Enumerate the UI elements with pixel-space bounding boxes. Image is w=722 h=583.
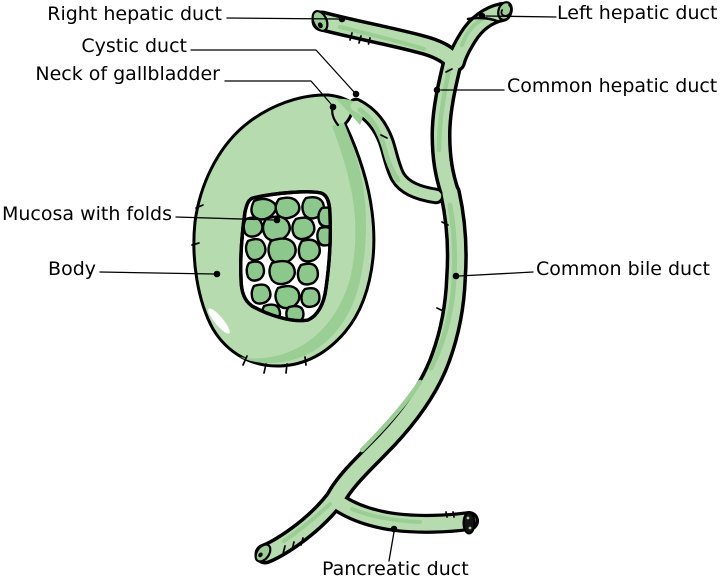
texture-ticks-part xyxy=(380,134,388,139)
pancreatic-duct-opening-part xyxy=(468,526,472,530)
pancreatic-duct-opening xyxy=(462,511,476,535)
texture-ticks-part xyxy=(195,204,204,209)
mucosa-folds-part xyxy=(244,237,267,262)
duct-shading-part xyxy=(350,507,422,524)
leader-mucosa-with-folds xyxy=(175,216,275,221)
mucosa-folds-part xyxy=(297,238,322,263)
leader-dots-part xyxy=(329,103,337,111)
ampulla-opening xyxy=(254,543,272,563)
mucosa-window xyxy=(239,190,332,323)
texture-ticks-part xyxy=(291,541,295,551)
mucosa-folds-part xyxy=(250,283,272,305)
leader-dots-part xyxy=(352,90,360,98)
pancreatic-duct-opening-part xyxy=(466,516,470,520)
texture-ticks-part xyxy=(349,32,353,41)
texture-ticks-part xyxy=(242,355,248,366)
duct-shading-part xyxy=(282,502,332,543)
pancreatic-duct-opening-part xyxy=(462,511,476,535)
leader-common-bile-duct xyxy=(458,271,534,277)
leader-dots-part xyxy=(390,525,398,533)
leader-dots-part xyxy=(338,15,346,23)
fundus-highlight xyxy=(208,308,230,334)
texture-ticks xyxy=(191,32,455,555)
leader-dots-part xyxy=(273,216,281,224)
left-hepatic-duct-opening-part xyxy=(497,1,513,21)
leader-dots-part xyxy=(213,270,221,278)
leader-dots-part xyxy=(433,86,441,94)
texture-ticks-part xyxy=(263,363,267,374)
leader-dots xyxy=(213,12,486,533)
label-neck-of-gallbladder: Neck of gallbladder xyxy=(35,63,220,85)
label-pancreatic-duct: Pancreatic duct xyxy=(322,558,469,580)
leader-right-hepatic-duct xyxy=(226,17,340,20)
mucosa-folds-part xyxy=(300,286,321,309)
duct-shading-part xyxy=(359,379,423,453)
duct-shading-part xyxy=(338,25,426,51)
texture-ticks-part xyxy=(452,511,455,518)
mucosa-window-border xyxy=(239,190,332,323)
mucosa-folds-part xyxy=(250,197,278,221)
mucosa-folds-part xyxy=(267,237,297,265)
leader-lines xyxy=(99,15,557,562)
duct-shading-part xyxy=(436,67,452,153)
texture-ticks-part xyxy=(304,356,307,366)
leader-body xyxy=(99,271,215,275)
mucosa-folds-part xyxy=(245,260,266,282)
right-hepatic-duct-opening-part xyxy=(317,22,323,29)
leader-neck-of-gallbladder xyxy=(224,80,332,105)
mucosa-folds-part xyxy=(291,216,316,241)
texture-ticks-part xyxy=(445,68,453,73)
label-left-hepatic-duct: Left hepatic duct xyxy=(557,2,718,24)
texture-ticks-part xyxy=(445,511,448,518)
leader-dots-part xyxy=(478,12,486,20)
texture-ticks-part xyxy=(436,307,444,312)
mucosa-folds-part xyxy=(274,284,301,310)
leader-left-hepatic-duct xyxy=(485,15,557,18)
duct-shading xyxy=(282,15,488,543)
leader-cystic-duct xyxy=(190,49,355,93)
texture-ticks-part xyxy=(300,537,304,546)
mucosa-folds-part xyxy=(296,262,320,286)
texture-ticks-part xyxy=(285,363,288,374)
ampulla-opening-part xyxy=(258,552,263,558)
label-mucosa-with-folds: Mucosa with folds xyxy=(2,203,172,225)
mucosa-folds-part xyxy=(242,216,264,238)
duct-shading-part xyxy=(357,107,401,183)
texture-ticks-part xyxy=(367,37,371,45)
leader-dots-part xyxy=(452,272,460,280)
duct-shading-part xyxy=(428,202,458,371)
texture-ticks-part xyxy=(191,242,200,246)
mucosa-folds-part xyxy=(268,259,296,286)
label-right-hepatic-duct: Right hepatic duct xyxy=(47,3,222,25)
leader-pancreatic-duct xyxy=(388,531,395,562)
label-common-bile-duct: Common bile duct xyxy=(536,258,710,280)
texture-ticks-part xyxy=(441,221,449,226)
left-hepatic-duct-opening xyxy=(466,1,513,23)
mucosa-folds-part xyxy=(274,196,301,220)
mucosa-folds xyxy=(242,195,331,321)
texture-ticks-part xyxy=(282,545,286,555)
texture-ticks-part xyxy=(358,35,362,44)
label-body: Body xyxy=(48,258,96,280)
ampulla-opening-part xyxy=(254,543,272,563)
label-common-hepatic-duct: Common hepatic duct xyxy=(507,75,718,97)
right-hepatic-duct-opening xyxy=(311,9,329,33)
label-cystic-duct: Cystic duct xyxy=(81,35,187,57)
